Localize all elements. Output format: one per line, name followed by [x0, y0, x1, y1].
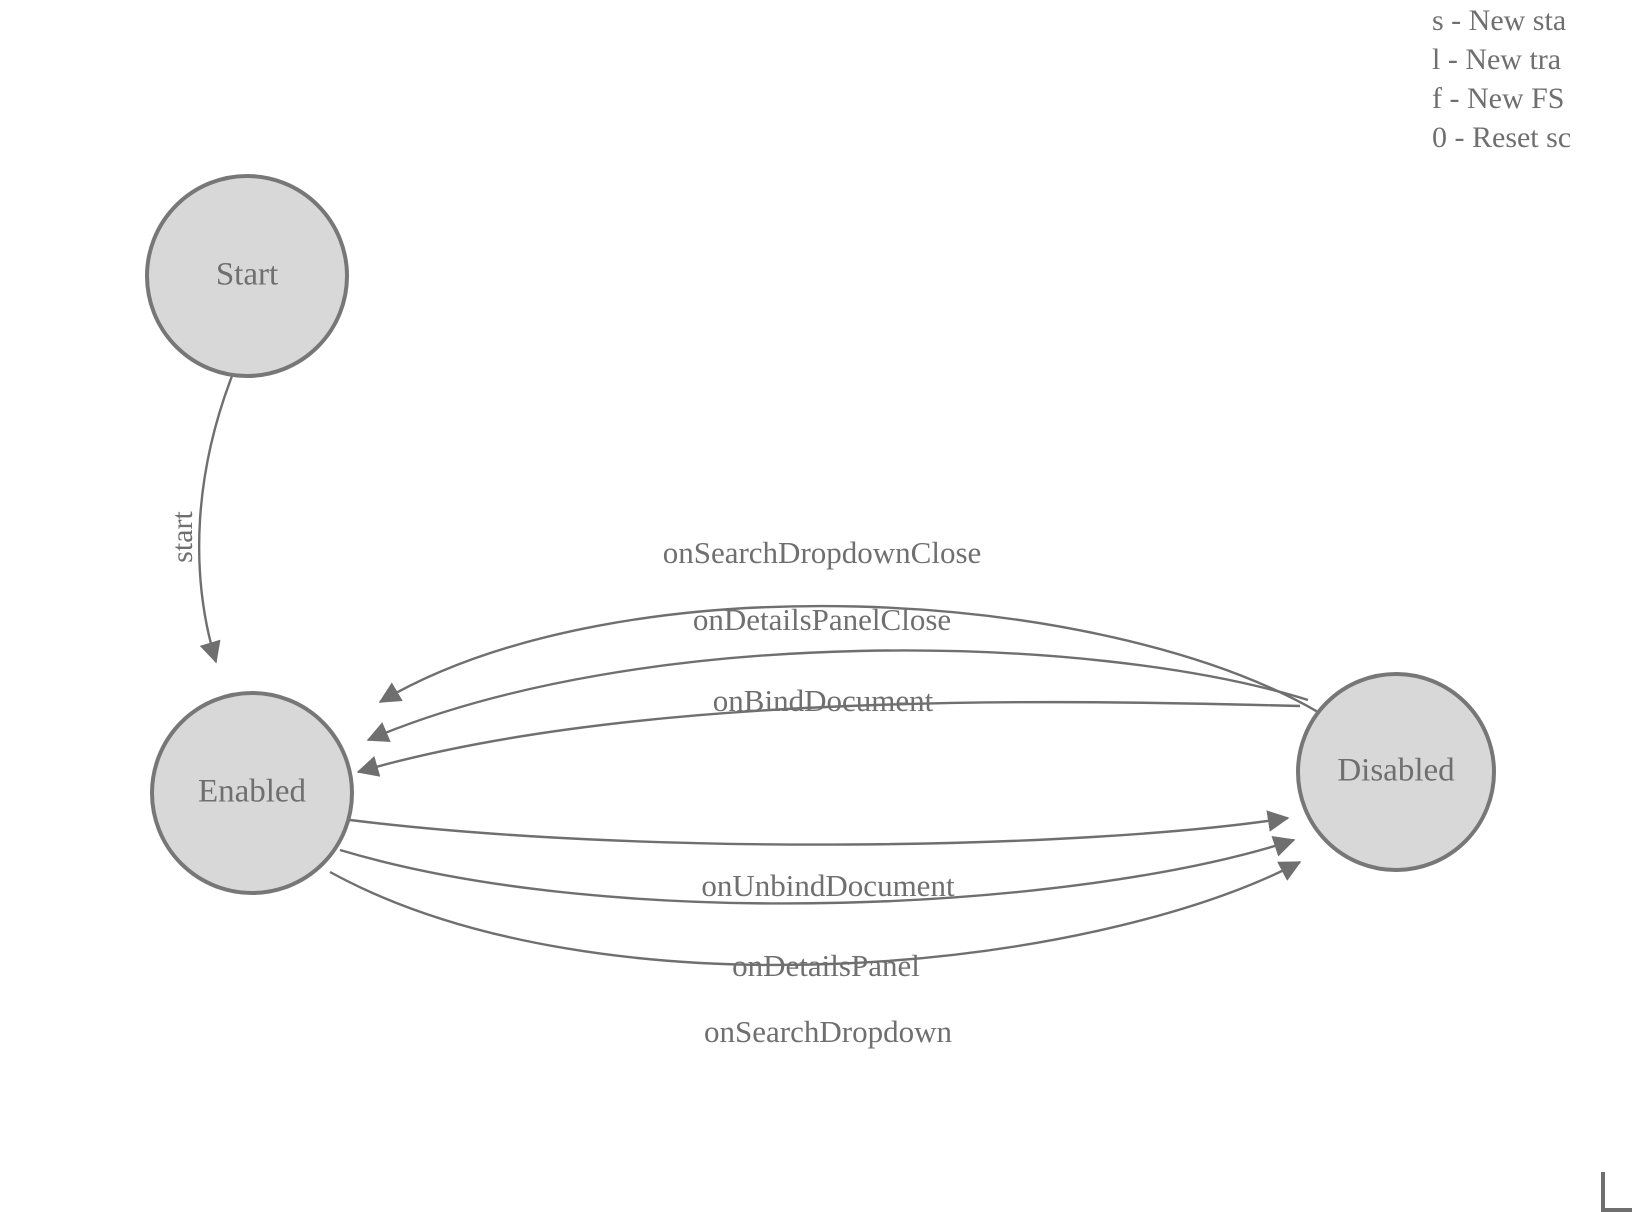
- edge-ondetailspanelclose[interactable]: onDetailsPanelClose: [366, 602, 1309, 743]
- edge-ondetailspanel[interactable]: onDetailsPanel: [339, 835, 1296, 983]
- edge-label-onunbinddocument: onUnbindDocument: [701, 868, 955, 903]
- edge-start-path[interactable]: [197, 375, 234, 664]
- state-node-enabled[interactable]: Enabled: [150, 691, 354, 895]
- state-node-start[interactable]: Start: [145, 174, 349, 378]
- help-line-new-state: s - New sta: [1432, 4, 1567, 37]
- edge-label-onsearchdropdownclose: onSearchDropdownClose: [663, 535, 982, 570]
- corner-frame-fragment: [1601, 1172, 1632, 1212]
- state-node-enabled-circle[interactable]: [150, 691, 354, 895]
- edge-onunbinddocument-path[interactable]: [349, 810, 1290, 846]
- edge-onbinddocument-path[interactable]: [356, 700, 1301, 777]
- state-node-start-label: Start: [216, 257, 278, 293]
- edge-ondetailspanelclose-path[interactable]: [366, 649, 1309, 743]
- state-node-disabled-label: Disabled: [1337, 753, 1455, 789]
- edge-label-onbinddocument: onBindDocument: [713, 683, 934, 718]
- help-line-reset-scene: 0 - Reset sc: [1432, 121, 1572, 154]
- state-node-disabled-circle[interactable]: [1296, 672, 1496, 872]
- edge-onunbinddocument[interactable]: onUnbindDocument: [349, 810, 1290, 903]
- edge-onsearchdropdownclose[interactable]: onSearchDropdownClose: [378, 535, 1319, 714]
- state-node-enabled-label: Enabled: [198, 774, 307, 810]
- state-node-disabled[interactable]: Disabled: [1296, 672, 1496, 872]
- help-line-new-transition: l - New tra: [1432, 43, 1562, 76]
- edge-ondetailspanel-path[interactable]: [339, 835, 1296, 905]
- edge-label-onsearchdropdown: onSearchDropdown: [704, 1014, 952, 1049]
- edge-label-start: start: [166, 511, 199, 563]
- edge-onsearchdropdown[interactable]: onSearchDropdown: [329, 860, 1302, 1049]
- help-line-new-fsm: f - New FS: [1432, 82, 1565, 115]
- help-legend: s - New sta l - New tra f - New FS 0 - R…: [1432, 0, 1632, 156]
- edge-onbinddocument[interactable]: onBindDocument: [356, 683, 1301, 777]
- edge-onsearchdropdown-path[interactable]: [329, 860, 1302, 967]
- edge-start[interactable]: start: [166, 375, 234, 664]
- state-node-start-circle[interactable]: [145, 174, 349, 378]
- edge-label-ondetailspanelclose: onDetailsPanelClose: [693, 602, 951, 637]
- edge-onsearchdropdownclose-path[interactable]: [378, 604, 1319, 714]
